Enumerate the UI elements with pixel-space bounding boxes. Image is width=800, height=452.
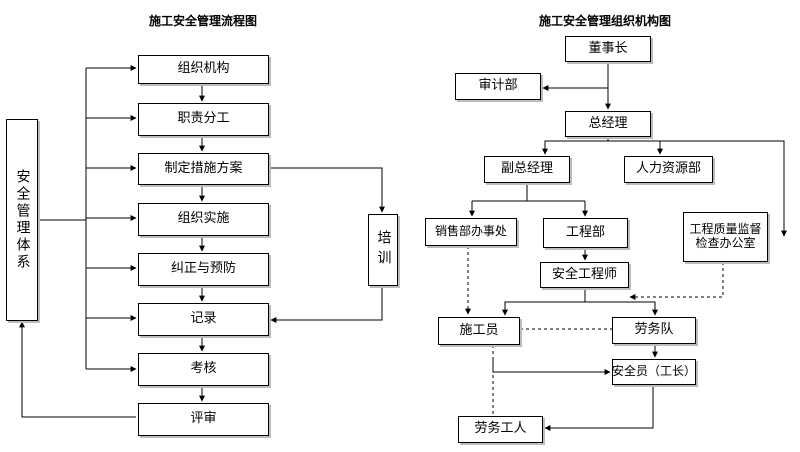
org-node-hr-label: 人力资源部 (635, 161, 701, 177)
flow-step-assess-label: 考核 (190, 361, 217, 377)
org-node-qc-office-line2: 检查办公室 (695, 236, 756, 250)
org-bus-to-safety-officer (492, 357, 611, 375)
org-node-chairman-label: 董事长 (588, 40, 628, 56)
flow-step-record: 记录 (138, 303, 269, 336)
org-safety-officer-to-workers (544, 385, 654, 431)
org-node-constructor: 施工员 (438, 317, 520, 345)
flow-training-label: 培训 (375, 230, 392, 270)
flow-training-to-record (270, 287, 383, 323)
org-node-safety-engineer-label: 安全工程师 (551, 266, 617, 282)
org-node-safety-engineer: 安全工程师 (540, 262, 629, 288)
flow-step-measures-label: 制定措施方案 (164, 160, 243, 176)
flow-step-record-label: 记录 (190, 311, 217, 327)
org-node-audit-label: 审计部 (478, 78, 518, 94)
flow-measures-to-training (269, 167, 385, 213)
flow-step-duties: 职责分工 (138, 103, 269, 136)
org-node-safety-officer-label: 安全员（工长） (612, 364, 697, 379)
org-node-engineering-label: 工程部 (565, 224, 605, 240)
org-qc-to-safety-eng-dashed (629, 262, 724, 300)
org-node-qc-office: 工程质量监督 检查办公室 (683, 212, 768, 262)
flow-step-assess: 考核 (138, 353, 269, 386)
org-node-workers-label: 劳务工人 (474, 421, 527, 437)
flow-step-implement: 组织实施 (138, 203, 269, 236)
org-node-qc-office-line1: 工程质量监督 (689, 222, 762, 237)
flow-step-correct-label: 纠正与预防 (170, 261, 236, 277)
flow-step-implement-label: 组织实施 (177, 211, 230, 227)
org-node-audit: 审计部 (455, 73, 541, 100)
org-node-deputy-gm-label: 副总经理 (500, 161, 553, 177)
org-node-safety-officer: 安全员（工长） (612, 359, 696, 385)
org-node-gm-label: 总经理 (588, 115, 628, 131)
flow-step-measures: 制定措施方案 (138, 153, 269, 185)
org-node-sales-label: 销售部办事处 (434, 224, 507, 239)
org-node-gm: 总经理 (565, 111, 651, 137)
org-node-deputy-gm: 副总经理 (484, 156, 570, 183)
org-safety-eng-bus (502, 288, 586, 316)
flow-training: 培训 (368, 214, 398, 286)
org-title: 施工安全管理组织机构图 (538, 14, 671, 28)
flow-title: 施工安全管理流程图 (148, 14, 257, 28)
flow-step-review: 评审 (138, 403, 269, 436)
flow-step-organization-label: 组织机构 (177, 61, 230, 77)
org-node-labor-team-label: 劳务队 (634, 322, 674, 338)
org-node-workers: 劳务工人 (458, 416, 543, 443)
org-node-labor-team: 劳务队 (612, 317, 696, 344)
org-bus-to-labor (585, 301, 658, 316)
org-node-hr: 人力资源部 (624, 156, 713, 183)
org-node-constructor-label: 施工员 (459, 322, 499, 338)
flow-review-feedback (19, 321, 136, 418)
flow-step-organization: 组织机构 (138, 55, 269, 84)
flow-safety-system: 安全管理体系 (6, 119, 38, 321)
org-node-engineering: 工程部 (543, 218, 628, 248)
org-node-chairman: 董事长 (565, 36, 651, 62)
flow-safety-system-label: 安全管理体系 (14, 169, 31, 271)
flow-step-review-label: 评审 (190, 411, 217, 427)
org-node-sales: 销售部办事处 (425, 218, 517, 246)
flow-step-correct: 纠正与预防 (138, 253, 269, 286)
flow-step-duties-label: 职责分工 (177, 111, 230, 127)
